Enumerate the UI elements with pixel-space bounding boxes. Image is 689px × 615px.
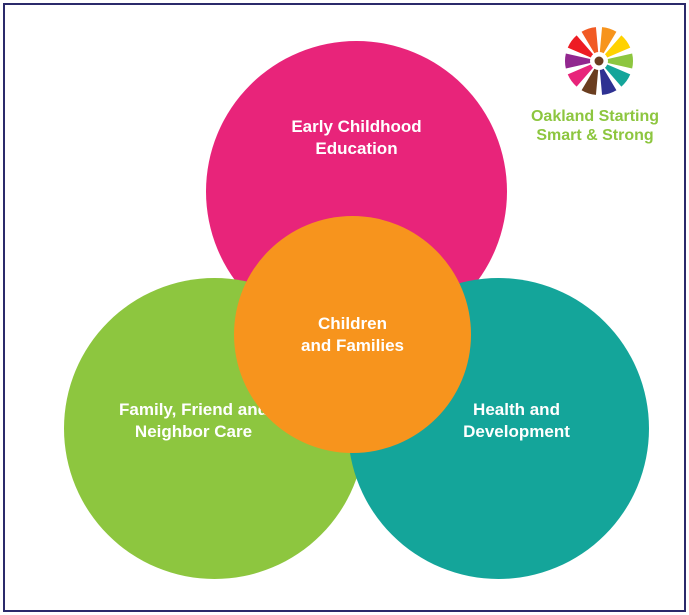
label-early-childhood-education: Early Childhood Education [291,116,422,158]
pinwheel-logo-icon [564,27,634,95]
label-health-and-development: Health and Development [463,399,570,441]
logo-petal [607,53,634,69]
logo-petal [564,53,591,69]
logo-petal [599,27,617,54]
logo-petal [581,27,599,54]
logo-petal [604,64,631,87]
oakland-starting-smart-strong-logo: Oakland Starting Smart & Strong [505,25,684,155]
logo-petal [581,68,599,95]
circle-children-and-families: Children and Families [234,216,471,453]
logo-center-dot [594,56,604,66]
logo-text-line-1: Oakland Starting [530,108,660,125]
logo-petal [567,35,594,58]
label-children-and-families: Children and Families [301,313,404,355]
logo-petal [599,68,617,95]
logo-petal [567,64,594,87]
logo-text-line-2: Smart & Strong [536,127,654,144]
label-family-friend-neighbor-care: Family, Friend and Neighbor Care [119,399,268,441]
logo-petal [604,35,631,58]
diagram-frame: Early Childhood Education Family, Friend… [3,3,686,612]
